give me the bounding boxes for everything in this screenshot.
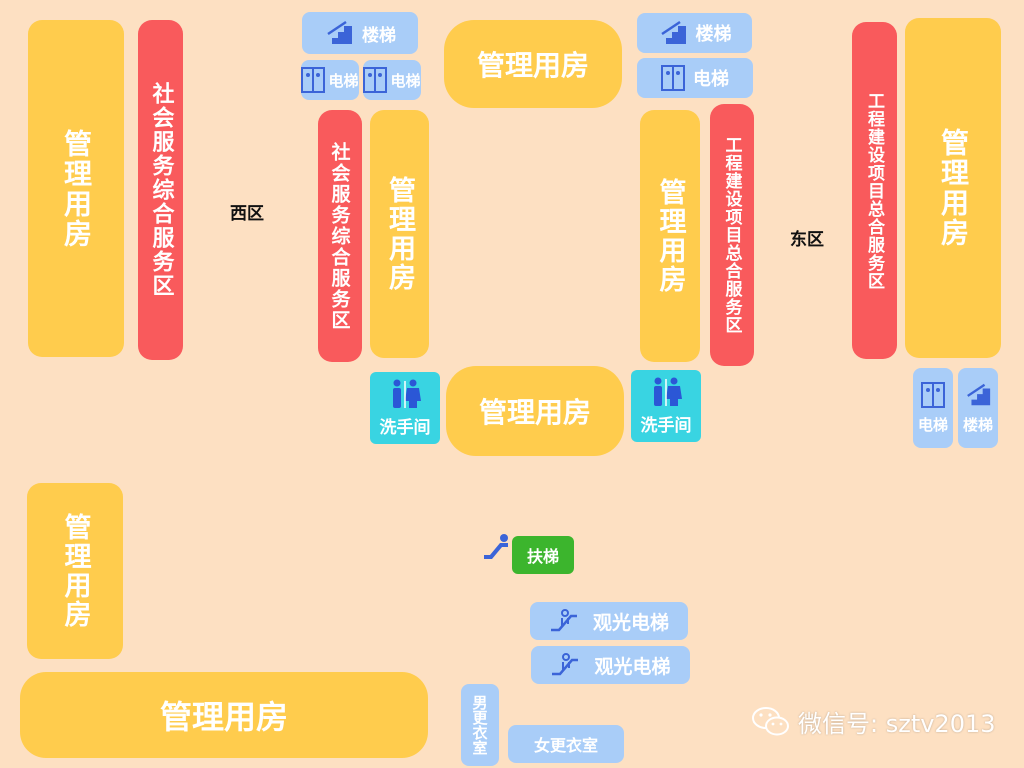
restroom-east: 洗手间 bbox=[631, 370, 701, 442]
social-service-area-west-outer: 社会服务综合服务区 bbox=[138, 20, 183, 360]
sightseeing-elevator-icon bbox=[550, 609, 577, 632]
elevator-icon bbox=[363, 67, 388, 93]
social-service-area-west-inner: 社会服务综合服务区 bbox=[318, 110, 362, 362]
zone-label-west: 西区 bbox=[230, 204, 264, 224]
management-room-center-middle: 管理用房 bbox=[446, 366, 624, 456]
management-room-east-outer: 管理用房 bbox=[905, 18, 1001, 358]
project-service-area-east-inner: 工程建设项目总合服务区 bbox=[710, 104, 754, 366]
elevator-icon bbox=[301, 67, 326, 93]
wechat-icon bbox=[752, 706, 789, 735]
stairs-east-bottom: 楼梯 bbox=[958, 368, 998, 448]
stairs-east: 楼梯 bbox=[637, 13, 752, 53]
stairs-icon bbox=[326, 20, 352, 44]
watermark-text: 微信号: sztv2013 bbox=[798, 710, 996, 738]
elevator-west-2: 电梯 bbox=[363, 60, 421, 100]
management-room-lower-left: 管理用房 bbox=[27, 483, 123, 659]
elevator-icon bbox=[921, 381, 945, 408]
sightseeing-elevator-2: 观光电梯 bbox=[531, 646, 690, 684]
elevator-east-bottom: 电梯 bbox=[913, 368, 953, 448]
zone-label-east: 东区 bbox=[790, 230, 824, 250]
restroom-icon bbox=[654, 377, 682, 406]
watermark: 微信号: sztv2013 bbox=[752, 704, 996, 739]
sightseeing-elevator-icon bbox=[552, 653, 579, 676]
management-room-bottom: 管理用房 bbox=[20, 672, 428, 758]
stairs-icon bbox=[965, 383, 991, 405]
escalator: 扶梯 bbox=[512, 536, 574, 574]
management-room-west-outer: 管理用房 bbox=[28, 20, 124, 357]
restroom-icon bbox=[393, 379, 421, 408]
men-locker-room: 男更衣室 bbox=[461, 684, 499, 766]
escalator-icon bbox=[484, 534, 508, 559]
stairs-west: 楼梯 bbox=[302, 12, 418, 54]
management-room-center-top: 管理用房 bbox=[444, 20, 622, 108]
elevator-icon bbox=[661, 65, 685, 91]
stairs-icon bbox=[659, 20, 686, 44]
management-room-west-inner: 管理用房 bbox=[370, 110, 429, 358]
women-locker-room: 女更衣室 bbox=[508, 725, 624, 763]
elevator-west-1: 电梯 bbox=[301, 60, 359, 100]
elevator-east-top: 电梯 bbox=[637, 58, 753, 98]
management-room-east-inner: 管理用房 bbox=[640, 110, 700, 362]
sightseeing-elevator-1: 观光电梯 bbox=[530, 602, 688, 640]
restroom-west: 洗手间 bbox=[370, 372, 440, 444]
project-service-area-east-outer: 工程建设项目总合服务区 bbox=[852, 22, 897, 359]
